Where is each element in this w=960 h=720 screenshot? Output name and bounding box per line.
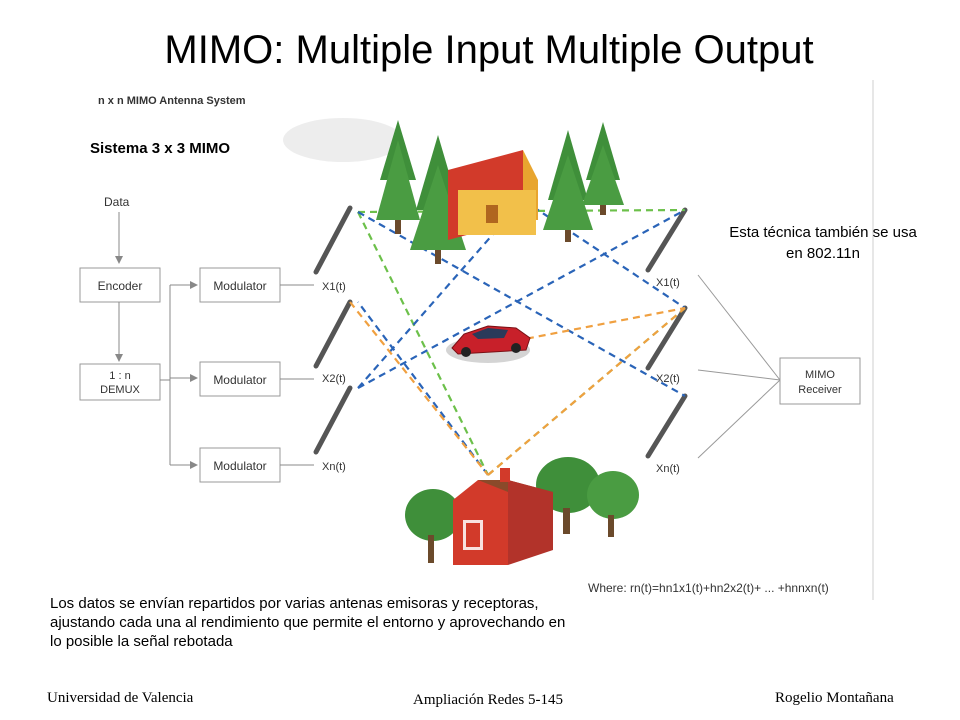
bracket-arrow-3 [190,461,198,469]
footer-course: Ampliación Redes 5-145 [413,692,563,708]
car-icon [446,325,531,363]
tree-icon [587,471,639,519]
encoder-box [79,267,161,303]
system-label: Sistema 3 x 3 MIMO [90,140,231,157]
modulator-2-label: Modulator [213,373,266,387]
tx-label-1: X1(t) [322,281,346,293]
tree-icon [405,489,461,541]
demux-label-2: DEMUX [100,384,140,396]
receiver-label-1: MIMO [805,369,835,381]
rx-antenna-1 [645,207,688,273]
mimo-diagram-svg: n x n MIMO Antenna System Data Encoder 1… [79,80,874,600]
data-arrow-head [115,256,123,264]
encoder-arrow-head [115,354,123,362]
top-scene [283,118,624,264]
demux-label-1: 1 : n [109,370,130,382]
tx-label-2: X2(t) [322,373,346,385]
rx-label-2: X2(t) [656,373,680,385]
footer-author: Rogelio Montañana [775,690,894,706]
figure-heading: n x n MIMO Antenna System [98,95,246,107]
modulator-3-label: Modulator [213,459,266,473]
side-note: Esta técnica también se usa en 802.11n [729,224,917,262]
body-text: Los datos se envían repartidos por varia… [50,595,566,650]
rx-link-3 [697,379,781,459]
rx-label-1: X1(t) [656,277,680,289]
encoder-label: Encoder [98,279,143,293]
bracket-arrow-2 [190,374,198,382]
tx-antenna-3 [313,385,353,455]
rx-antenna-3 [645,393,688,459]
signal-paths-orange [349,301,686,476]
slide-title: MIMO: Multiple Input Multiple Output [164,28,814,72]
rx-label-3: Xn(t) [656,463,680,475]
modulator-1-label: Modulator [213,279,266,293]
formula: Where: rn(t)=hn1x1(t)+hn2x2(t)+ ... +hnn… [588,581,829,595]
tx-antenna-1 [313,205,353,275]
receiver-label-2: Receiver [798,384,842,396]
tx-label-3: Xn(t) [322,461,346,473]
bracket-arrow-1 [190,281,198,289]
rx-antenna-2 [645,305,688,371]
data-label: Data [104,195,130,209]
tx-antenna-2 [313,299,353,369]
rx-link-2 [697,369,781,381]
bottom-scene [405,457,639,565]
mimo-receiver-box [779,357,861,405]
demux-box [79,363,161,401]
footer-university: Universidad de Valencia [47,690,194,706]
rx-link-1 [697,274,781,381]
mimo-diagram: n x n MIMO Antenna System Data Encoder 1… [68,80,874,605]
